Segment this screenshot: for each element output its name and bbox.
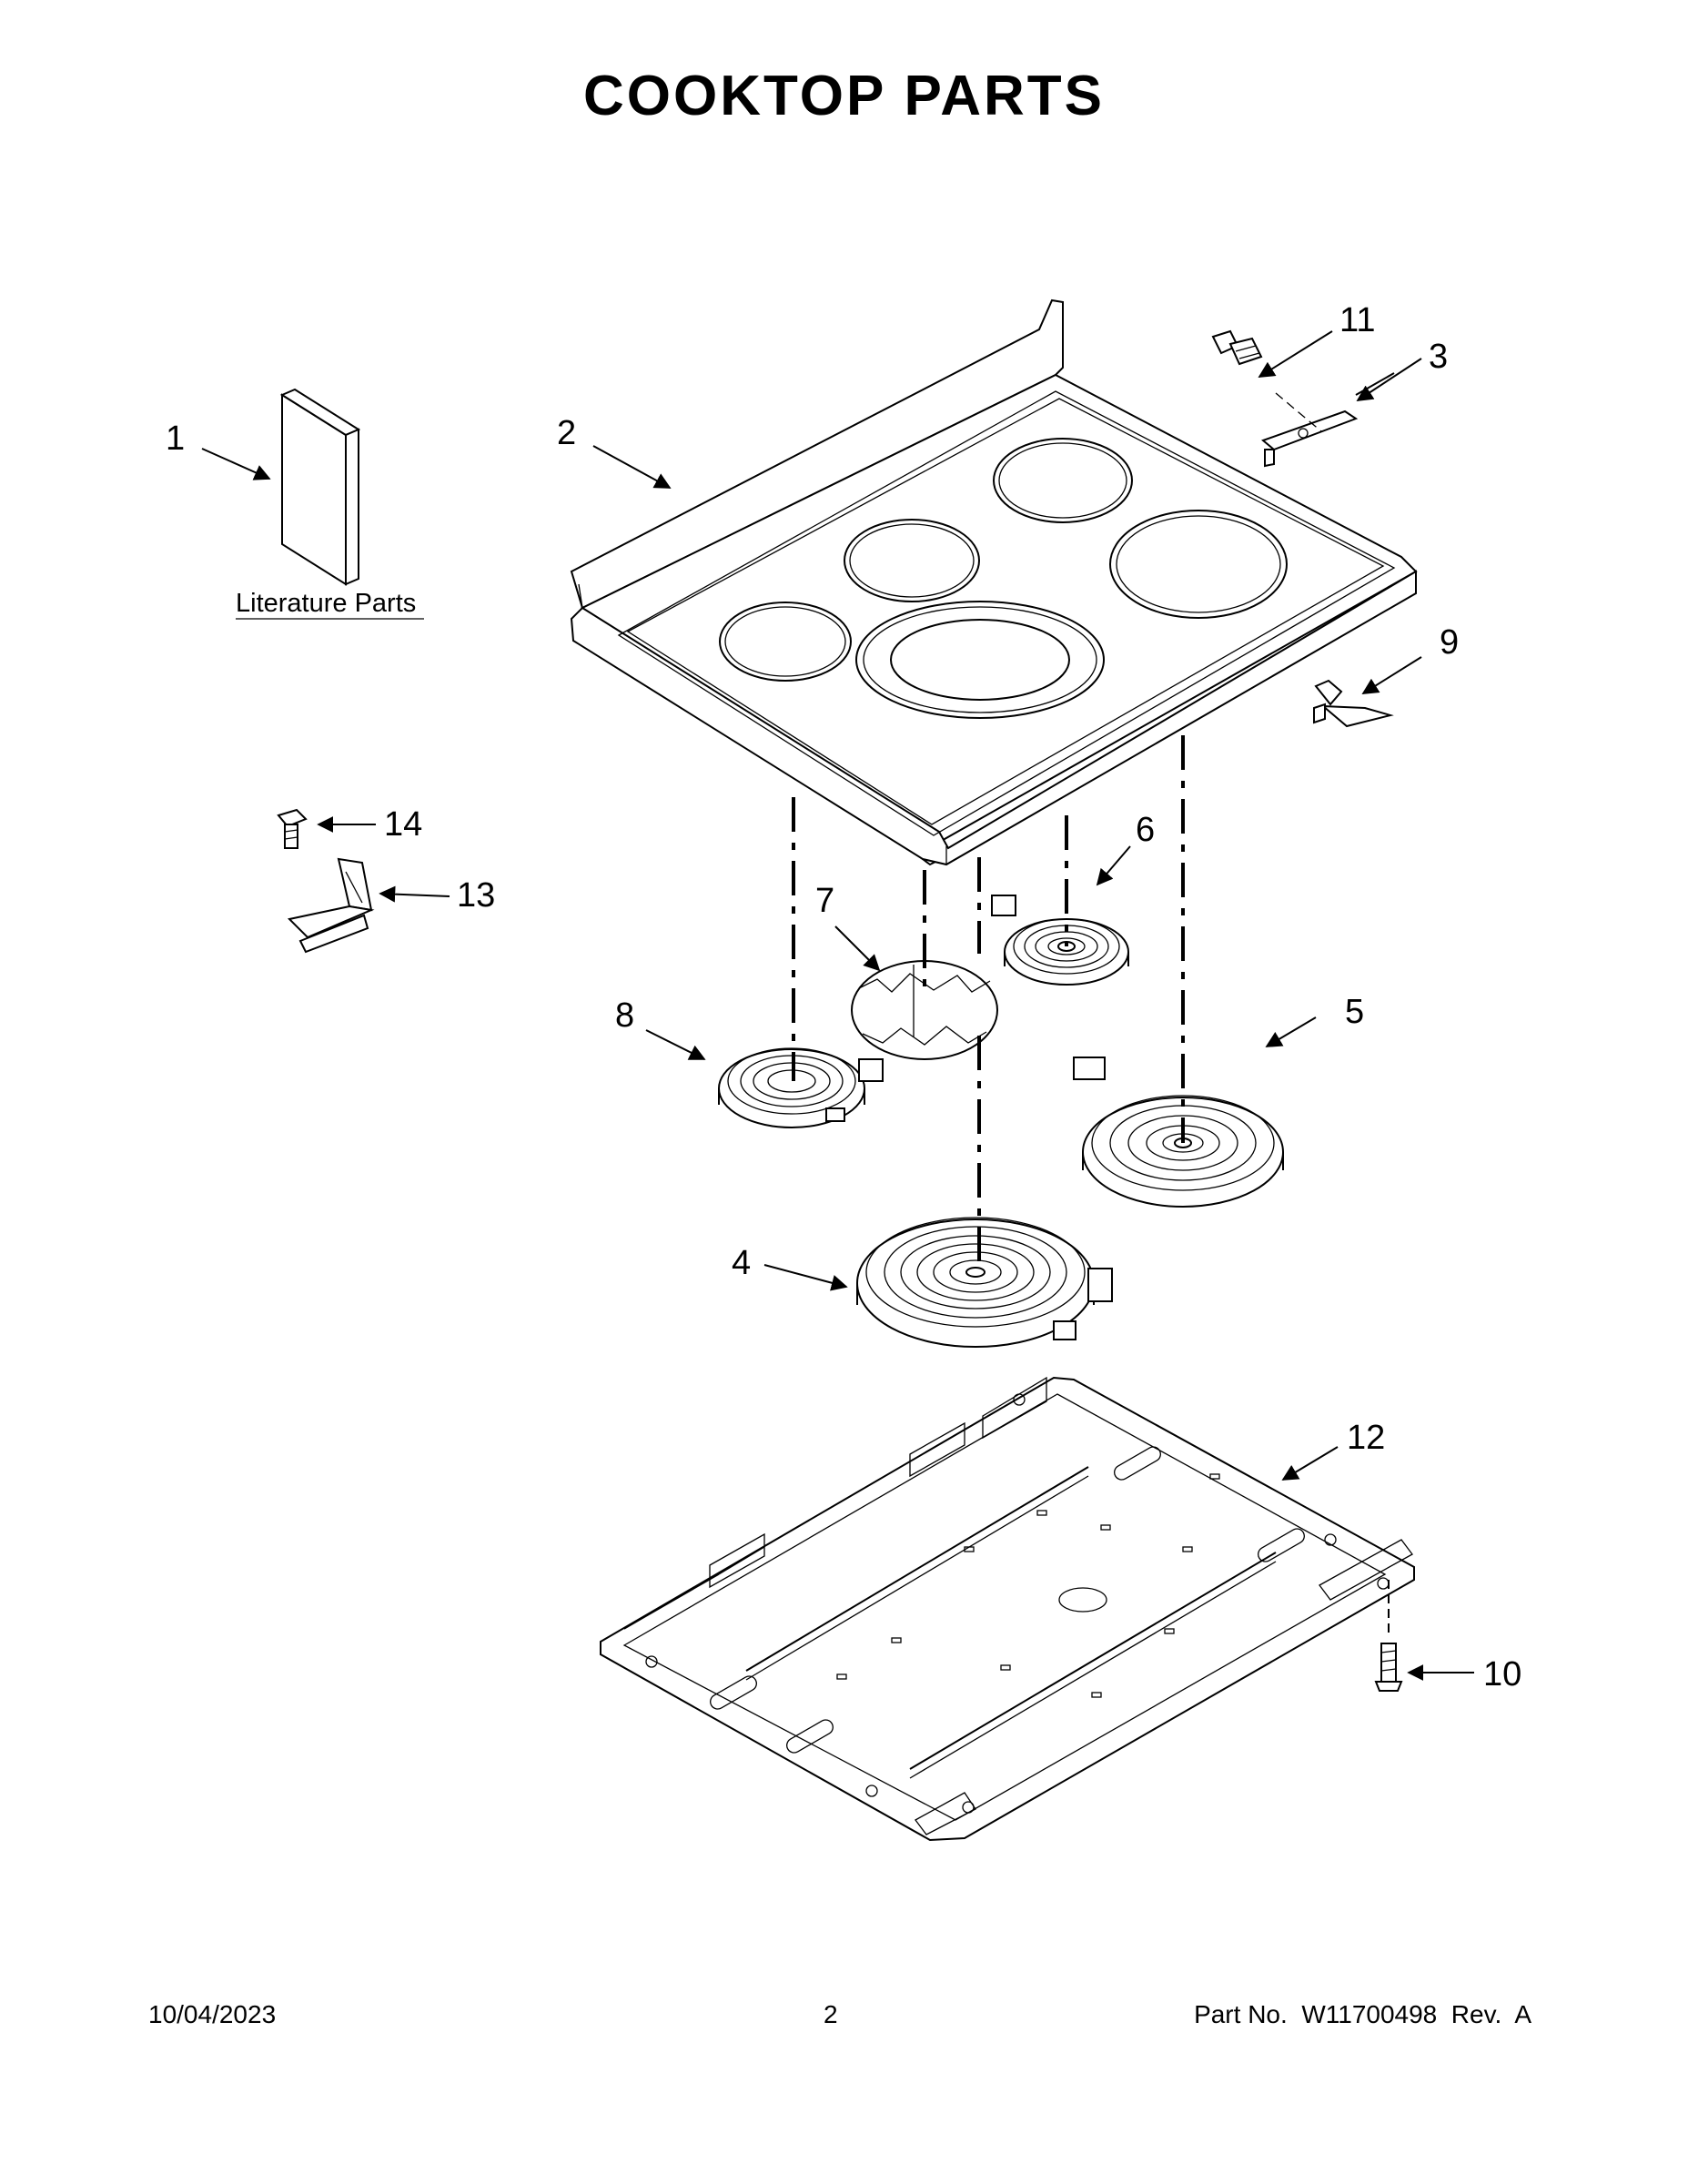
callout-7: 7 <box>815 882 834 920</box>
callout-10: 10 <box>1483 1655 1521 1694</box>
part-14-screw <box>277 808 308 849</box>
part-11-screw <box>1211 329 1263 366</box>
callout-2: 2 <box>557 414 576 452</box>
part-8-element <box>718 1047 884 1128</box>
callout-numbers: 1 2 3 4 5 6 7 8 9 10 11 12 13 14 <box>166 301 1521 1694</box>
callout-3: 3 <box>1429 338 1448 376</box>
part-7-heat-shield <box>851 960 998 1060</box>
callout-9: 9 <box>1440 623 1459 662</box>
part-9-clip <box>1313 679 1394 728</box>
footer-page-number: 2 <box>824 2000 838 2028</box>
callout-6: 6 <box>1136 811 1155 849</box>
callout-11: 11 <box>1339 301 1375 339</box>
literature-parts-label: Literature Parts <box>236 589 416 618</box>
callout-14: 14 <box>384 805 422 844</box>
callout-12: 12 <box>1347 1419 1385 1457</box>
part-3-bracket <box>1261 392 1359 468</box>
part-6-small-element <box>991 895 1129 986</box>
callout-4: 4 <box>732 1244 751 1282</box>
part-1-literature: Literature Parts <box>236 388 424 620</box>
callout-13: 13 <box>457 876 495 915</box>
footer-date: 10/04/2023 <box>148 2000 277 2028</box>
part-10-screw <box>1374 1580 1403 1692</box>
page-title: COOKTOP PARTS <box>583 65 1105 127</box>
part-5-element <box>1073 1057 1284 1208</box>
callout-8: 8 <box>615 996 634 1035</box>
part-2-cooktop-main-top <box>570 298 1418 866</box>
part-13-bracket <box>287 857 375 954</box>
callout-1: 1 <box>166 420 185 458</box>
assembly-centerlines <box>792 735 1185 1272</box>
part-12-bottom-frame <box>600 1376 1415 1842</box>
footer-part-number: Part No. W11700498 Rev. A <box>1194 2000 1531 2028</box>
part-4-large-element <box>856 1217 1113 1348</box>
leader-arrows <box>201 330 1474 1681</box>
callout-5: 5 <box>1345 993 1364 1031</box>
